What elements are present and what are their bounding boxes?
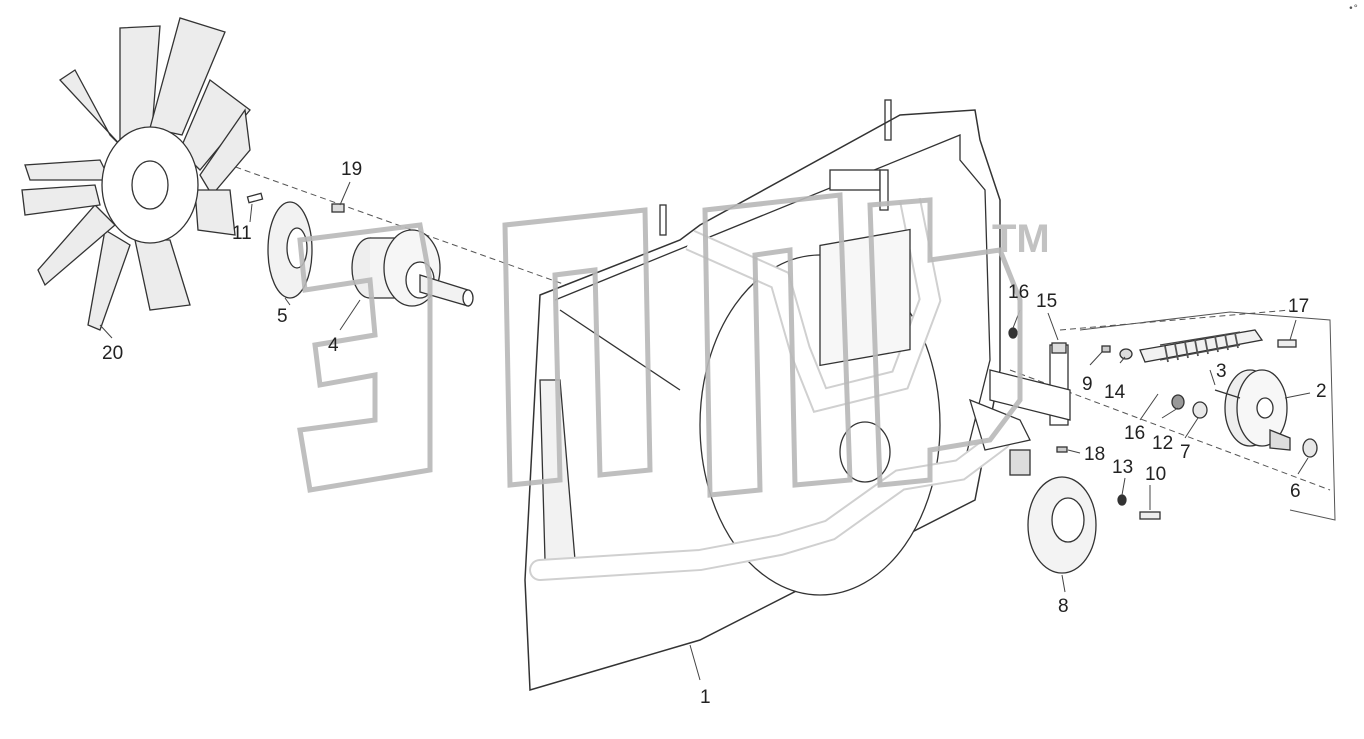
callout-11: 11 — [232, 223, 252, 244]
fan-blade — [59, 69, 126, 151]
callout-18: 18 — [1084, 444, 1106, 465]
callout-3: 3 — [1216, 361, 1227, 382]
bolt-17 — [1277, 339, 1297, 348]
tube — [686, 198, 940, 411]
flange-8 — [1027, 476, 1097, 574]
bracket-15 — [1051, 342, 1067, 354]
leader-lines — [99, 181, 1311, 681]
callout-10: 10 — [1145, 464, 1167, 485]
tube — [531, 431, 1009, 579]
fan-blade — [24, 159, 112, 181]
callout-14: 14 — [1104, 382, 1126, 403]
fan-blade — [37, 204, 116, 287]
fan-hub-inner — [131, 160, 169, 210]
fan-blade — [87, 228, 131, 331]
callout-4: 4 — [328, 335, 339, 356]
fan-blade — [194, 189, 236, 236]
callout-6: 6 — [1290, 481, 1301, 502]
callout-5: 5 — [277, 306, 288, 327]
nut-12 — [1171, 394, 1185, 410]
callout-16a: 16 — [1008, 282, 1030, 303]
washer-6 — [1302, 438, 1318, 458]
hub-4 — [351, 229, 474, 307]
washer-7 — [1192, 401, 1208, 419]
callout-20: 20 — [102, 343, 124, 364]
callout-2: 2 — [1316, 381, 1327, 402]
fan-assembly — [21, 17, 251, 331]
nut-13 — [1117, 494, 1127, 506]
callout-19: 19 — [341, 159, 363, 180]
bolt-9 — [1101, 345, 1111, 353]
bolt-11 — [246, 192, 264, 204]
callout-7: 7 — [1180, 442, 1191, 463]
callout-17: 17 — [1288, 296, 1310, 317]
fan-blade — [199, 108, 251, 197]
callout-9: 9 — [1082, 374, 1093, 395]
corner-mark: •° — [1348, 4, 1358, 14]
axis-bracket — [1079, 311, 1336, 521]
callout-12: 12 — [1152, 433, 1174, 454]
watermark — [297, 192, 1023, 498]
nut-16a — [1008, 327, 1018, 339]
callout-1: 1 — [700, 687, 711, 708]
fan-blade — [134, 239, 191, 311]
bolt-10 — [1139, 511, 1161, 520]
pulley-2 — [1214, 369, 1291, 451]
callout-8: 8 — [1058, 596, 1069, 617]
shroud-frame-1 — [524, 99, 1071, 691]
callout-16b: 16 — [1124, 423, 1146, 444]
watermark-tm: TM — [992, 217, 1050, 261]
bolt-18 — [1056, 446, 1068, 453]
fan-blade — [21, 184, 101, 216]
washer-14 — [1119, 348, 1133, 360]
bolt-19 — [331, 203, 345, 213]
callout-13: 13 — [1112, 457, 1134, 478]
callout-15: 15 — [1036, 291, 1058, 312]
spring-3 — [1139, 329, 1264, 363]
